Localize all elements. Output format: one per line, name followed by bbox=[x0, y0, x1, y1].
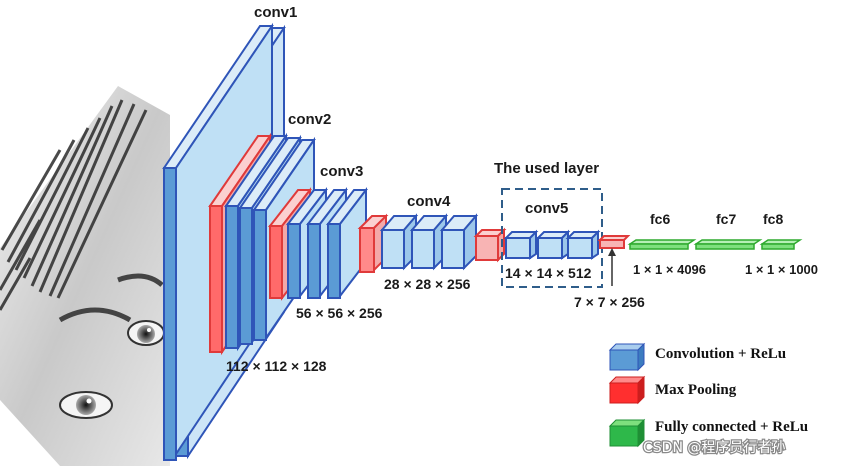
fc-layers bbox=[627, 239, 803, 250]
label-conv4: conv4 bbox=[407, 193, 451, 210]
dim-28: 28 × 28 × 256 bbox=[384, 276, 471, 292]
dim-fc-1000: 1 × 1 × 1000 bbox=[745, 262, 818, 277]
conv3-block bbox=[267, 187, 369, 301]
dim-14: 14 × 14 × 512 bbox=[505, 265, 592, 281]
label-fc7: fc7 bbox=[716, 211, 736, 227]
label-conv3: conv3 bbox=[320, 163, 363, 180]
dim-fc-4096: 1 × 1 × 4096 bbox=[633, 262, 706, 277]
legend-item-max-pooling: Max Pooling bbox=[608, 375, 737, 405]
fc8-bar bbox=[761, 243, 795, 250]
legend-item-fully-connected: Fully connected + ReLu bbox=[608, 418, 808, 448]
input-face-image bbox=[0, 86, 170, 466]
fc6-bar bbox=[629, 243, 689, 250]
pool5-pointer-arrow bbox=[608, 248, 616, 256]
fc7-bar bbox=[695, 243, 755, 250]
dim-112: 112 × 112 × 128 bbox=[226, 358, 327, 374]
watermark-text: CSDN @程序员行者孙 bbox=[643, 440, 785, 456]
legend-label-convolution: Convolution + ReLu bbox=[655, 346, 786, 362]
legend-swatch-fully-connected bbox=[609, 425, 639, 447]
hair-texture bbox=[0, 99, 148, 311]
right-eye bbox=[127, 320, 165, 346]
label-fc8: fc8 bbox=[763, 211, 783, 227]
legend-item-convolution: Convolution + ReLu bbox=[608, 342, 786, 372]
legend-swatch-convolution bbox=[609, 349, 639, 371]
label-used-layer: The used layer bbox=[494, 160, 599, 177]
left-eye bbox=[59, 391, 113, 419]
conv5-block bbox=[473, 188, 603, 288]
label-conv1: conv1 bbox=[254, 4, 297, 21]
legend-swatch-max-pooling bbox=[609, 382, 639, 404]
label-conv5: conv5 bbox=[525, 200, 568, 217]
legend-label-fully-connected: Fully connected + ReLu bbox=[655, 419, 808, 435]
dim-56: 56 × 56 × 256 bbox=[296, 305, 383, 321]
legend: Convolution + ReLu Max Pooling Fully con… bbox=[608, 342, 808, 448]
label-fc6: fc6 bbox=[650, 211, 670, 227]
pool5-block bbox=[597, 235, 631, 286]
dim-7: 7 × 7 × 256 bbox=[574, 294, 645, 310]
conv4-block bbox=[357, 213, 479, 273]
label-conv2: conv2 bbox=[288, 111, 331, 128]
legend-label-max-pooling: Max Pooling bbox=[655, 382, 737, 398]
